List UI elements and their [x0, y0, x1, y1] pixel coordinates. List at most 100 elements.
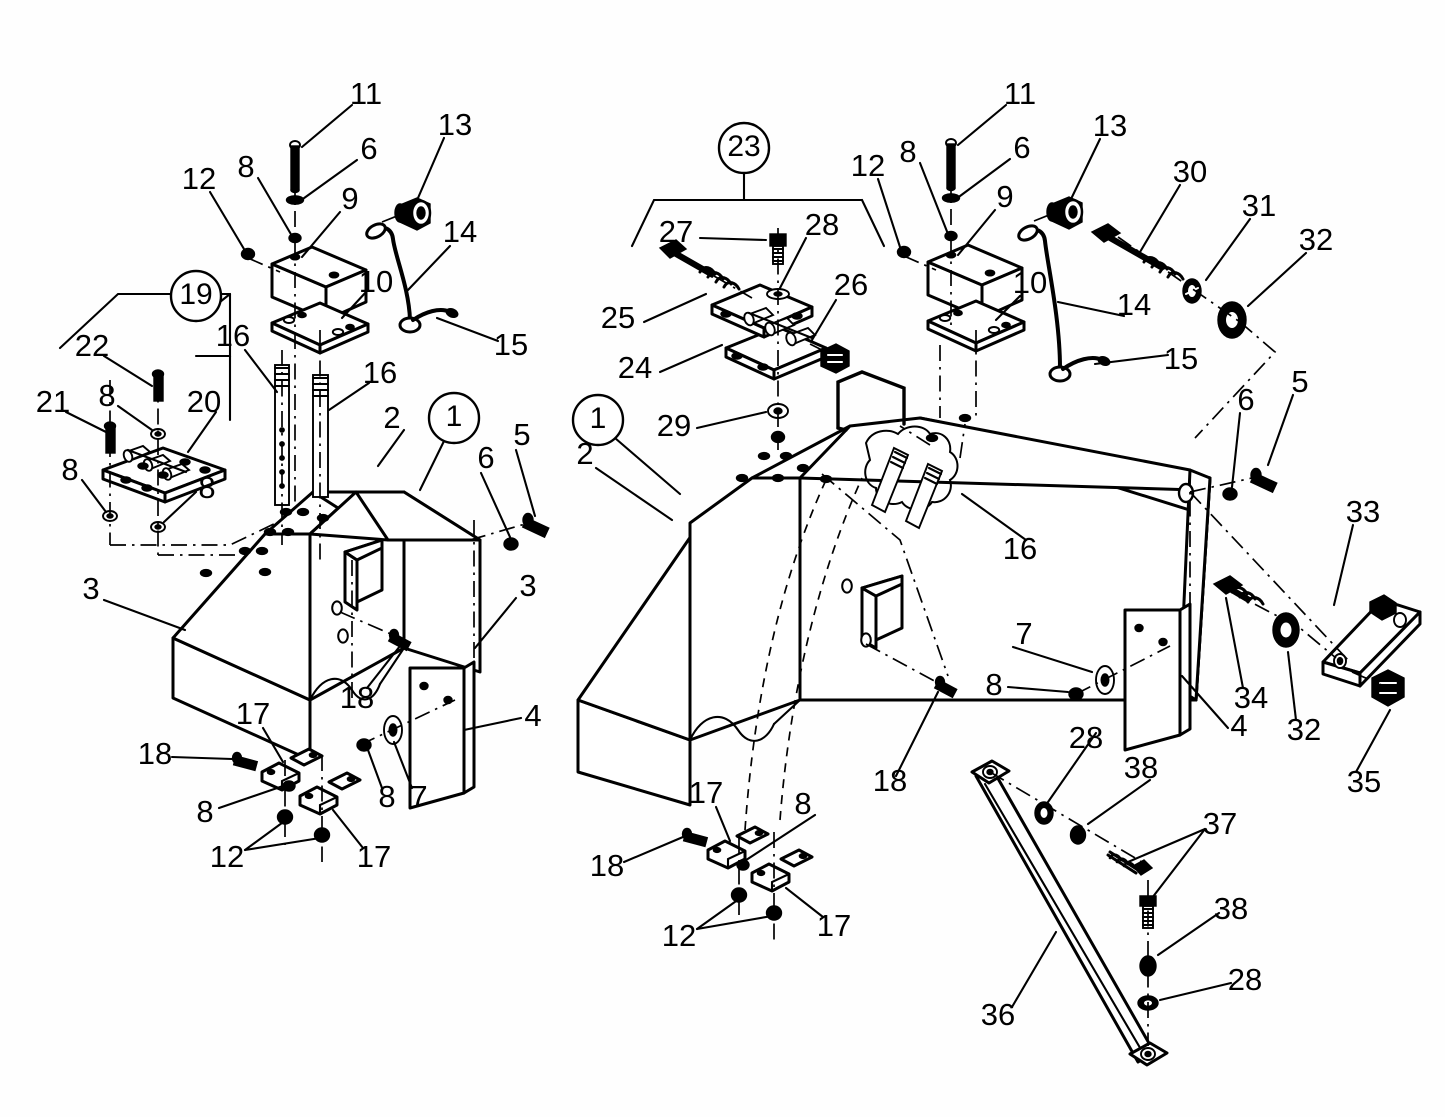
group23-leaders: [642, 236, 838, 430]
right-assembly-axes: [738, 148, 1385, 1046]
part-number-12: 12: [851, 148, 885, 183]
left-washer-6-right: [503, 537, 519, 551]
part-number-1: 1: [590, 402, 607, 435]
part-number-26: 26: [834, 267, 868, 302]
part-number-8: 8: [237, 149, 254, 184]
part-number-31: 31: [1242, 188, 1276, 223]
part-number-3: 3: [519, 568, 536, 603]
part-number-9: 9: [996, 179, 1013, 214]
part-number-2: 2: [383, 400, 400, 435]
part-number-16: 16: [216, 318, 250, 353]
right-rod-14: [1017, 224, 1111, 383]
left-fender-assembly: [58, 103, 550, 862]
part-number-38: 38: [1124, 750, 1158, 785]
part-number-37: 37: [1203, 806, 1237, 841]
part-number-20: 20: [187, 384, 221, 419]
left-fender-body: [171, 490, 482, 762]
part-number-13: 13: [438, 107, 472, 142]
right-mount-block-group: [926, 243, 1026, 353]
part-number-8: 8: [98, 378, 115, 413]
part-number-18: 18: [138, 736, 172, 771]
part-number-8: 8: [794, 786, 811, 821]
part-number-35: 35: [1347, 764, 1381, 799]
part-number-24: 24: [618, 350, 652, 385]
part-number-11: 11: [1004, 76, 1036, 111]
group-circle-23: [717, 121, 771, 175]
right-nut-12: [896, 245, 912, 259]
breakout-detail-studs-16: [864, 425, 959, 530]
part-number-15: 15: [1164, 341, 1198, 376]
part-number-5: 5: [513, 417, 530, 452]
part-number-18: 18: [340, 680, 374, 715]
part-number-17: 17: [689, 775, 723, 810]
part-number-14: 14: [443, 214, 477, 249]
part-number-8: 8: [985, 667, 1002, 702]
part-number-17: 17: [236, 696, 270, 731]
part-number-29: 29: [657, 408, 691, 443]
part-number-18: 18: [590, 848, 624, 883]
part-number-9: 9: [341, 181, 358, 216]
part-number-7: 7: [1015, 616, 1032, 651]
part-number-2: 2: [576, 436, 593, 471]
part-number-34: 34: [1234, 680, 1268, 715]
flat-washer-32-top: [1217, 301, 1247, 339]
brace-lower-fasteners: [1137, 895, 1159, 1011]
part-number-18: 18: [873, 763, 907, 798]
hinge-pin-bolt-25: [658, 239, 741, 291]
flat-washer-32-bottom: [1272, 612, 1300, 648]
left-screw-18-side: [387, 628, 412, 652]
part-number-25: 25: [601, 300, 635, 335]
mounting-bracket-33: [1321, 594, 1422, 688]
brace-upper-fasteners: [1034, 801, 1154, 876]
part-number-28: 28: [1069, 720, 1103, 755]
part-number-10: 10: [359, 264, 393, 299]
part-number-6: 6: [1013, 130, 1030, 165]
part-number-22: 22: [75, 328, 109, 363]
part-number-8: 8: [196, 794, 213, 829]
part-number-10: 10: [1013, 265, 1047, 300]
right-nut-8-clip: [736, 859, 750, 871]
part-number-8: 8: [899, 134, 916, 169]
part-number-32: 32: [1299, 222, 1333, 257]
part-number-8: 8: [198, 470, 215, 505]
right-screw-18-side: [933, 675, 958, 699]
right-clips-17: [706, 825, 814, 893]
left-knob-13: [394, 197, 432, 231]
part-number-23: 23: [727, 130, 760, 163]
right-bolt-5: [1249, 467, 1278, 494]
part-number-27: 27: [659, 214, 693, 249]
group-circle-19: [169, 269, 223, 323]
right-flap-plate-4: [1123, 602, 1192, 752]
part-number-3: 3: [82, 571, 99, 606]
part-number-1: 1: [446, 400, 463, 433]
part-number-28: 28: [1228, 962, 1262, 997]
part-number-19: 19: [179, 278, 212, 311]
part-number-33: 33: [1346, 494, 1380, 529]
latch-hinge-group-23: [630, 171, 886, 450]
left-rod-14: [365, 222, 459, 334]
part-number-16: 16: [1003, 531, 1037, 566]
right-knob-13: [1046, 196, 1084, 230]
right-washer-6-side: [1222, 487, 1238, 501]
right-leader-lines: [594, 103, 1392, 1009]
part-number-15: 15: [494, 327, 528, 362]
part-number-14: 14: [1117, 287, 1151, 322]
part-number-21: 21: [36, 384, 70, 419]
right-screw-18-bottom: [681, 827, 709, 848]
part-number-17: 17: [357, 839, 391, 874]
hex-nut-35: [1371, 669, 1405, 707]
part-number-7: 7: [410, 779, 427, 814]
part-number-6: 6: [477, 440, 494, 475]
part-number-8: 8: [378, 779, 395, 814]
part-number-4: 4: [1230, 708, 1247, 743]
group-circle-1-left: [427, 391, 481, 445]
right-fender-body: [576, 370, 1212, 807]
part-number-4: 4: [524, 698, 541, 733]
part-number-32: 32: [1287, 712, 1321, 747]
group-circle-1-right: [571, 393, 625, 447]
left-leader-lines: [64, 103, 537, 852]
part-number-12: 12: [662, 918, 696, 953]
left-bolt-5: [521, 512, 550, 539]
